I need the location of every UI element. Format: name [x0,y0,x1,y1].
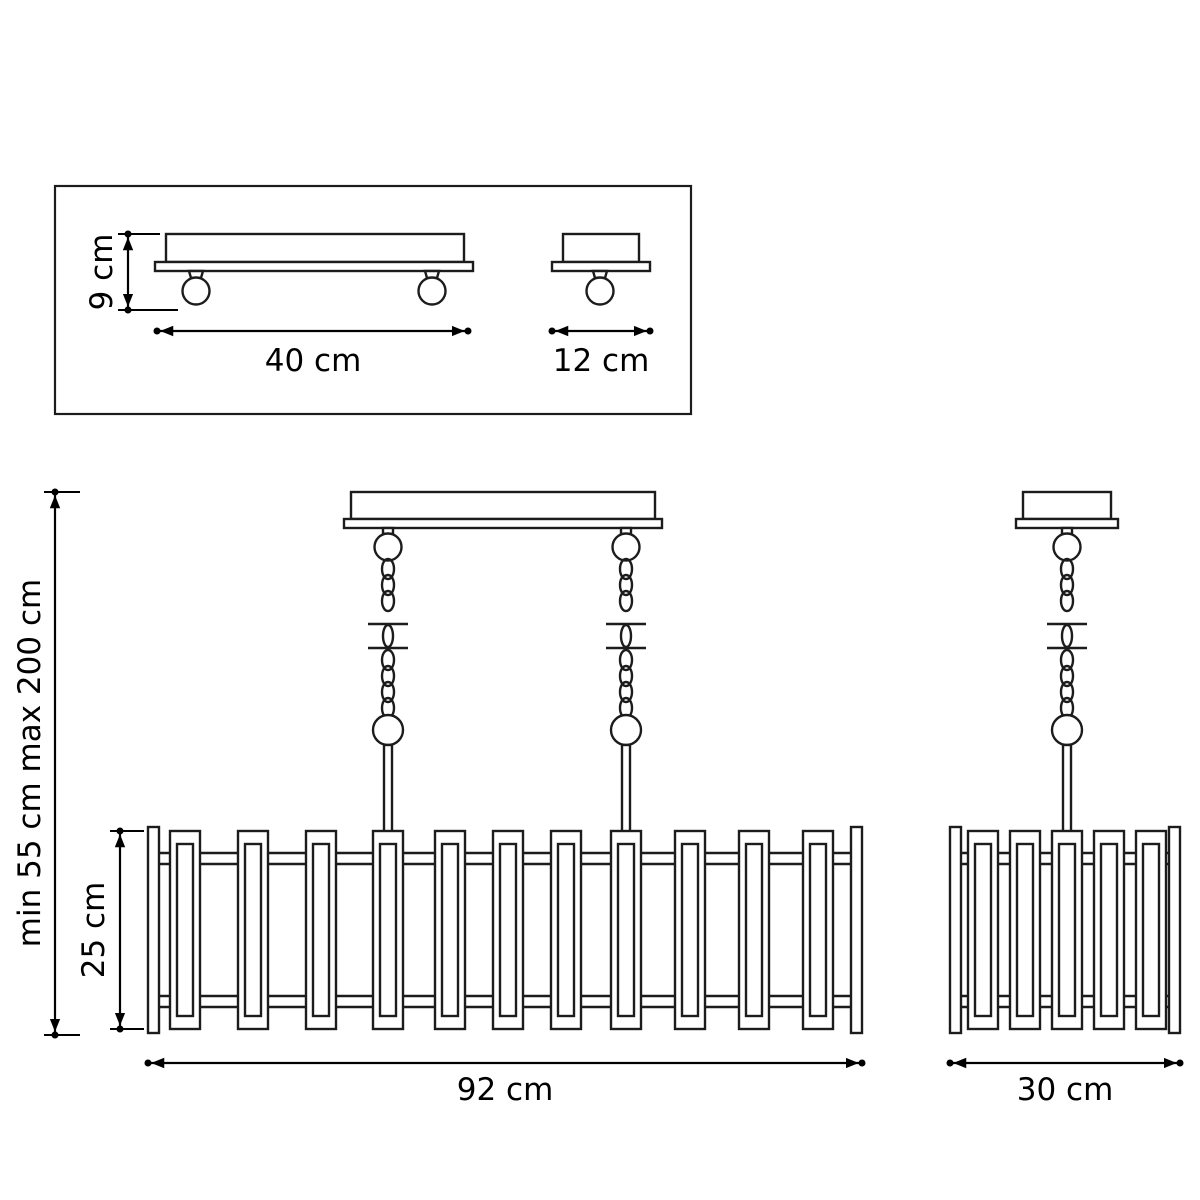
mount-top-box: 9 cm 40 cm 12 cm [53,184,693,416]
crystal-plate [1008,829,1042,1031]
crystal-plate [609,829,643,1031]
crystal-plate [433,829,467,1031]
dim-overall-height: min 55 cm max 200 cm [12,488,80,1039]
dim-overall-height-label: min 55 cm max 200 cm [12,579,48,947]
crystal-plate [1092,829,1126,1031]
chandelier-front-view [146,490,864,1035]
dim-30cm-label: 30 cm [1017,1072,1114,1108]
crystal-plate [1134,829,1168,1031]
mount-box-frame [53,184,693,416]
dim-mount-height: 9 cm [84,230,178,314]
crystal-plate [1050,829,1084,1031]
crystal-plate [549,829,583,1031]
shade-end-bar [146,825,161,1035]
shade-end-bar [948,825,963,1035]
dim-40cm-label: 40 cm [265,343,362,379]
crystal-plate [966,829,1000,1031]
dim-short-canopy-width: 12 cm [548,325,654,379]
crystal-plate [737,829,771,1031]
dim-front-width: 92 cm [144,1057,866,1108]
chandelier-side-view [948,490,1182,1035]
short-canopy-side-view [550,232,652,306]
dim-side-width: 30 cm [946,1057,1184,1108]
dim-shade-height: 25 cm [76,827,144,1033]
shade-end-bar [849,825,864,1035]
long-canopy-side-view [153,232,475,306]
dim-92cm-label: 92 cm [457,1072,554,1108]
shade-end-bar [1167,825,1182,1035]
crystal-plate [371,829,405,1031]
dim-12cm-label: 12 cm [553,343,650,379]
dim-long-canopy-width: 40 cm [153,325,472,379]
crystal-plate [673,829,707,1031]
dim-9cm-label: 9 cm [84,234,120,311]
crystal-plate [168,829,202,1031]
crystal-plate [801,829,835,1031]
dim-25cm-label: 25 cm [76,882,112,979]
crystal-plate [304,829,338,1031]
crystal-plate [491,829,525,1031]
crystal-plate [236,829,270,1031]
